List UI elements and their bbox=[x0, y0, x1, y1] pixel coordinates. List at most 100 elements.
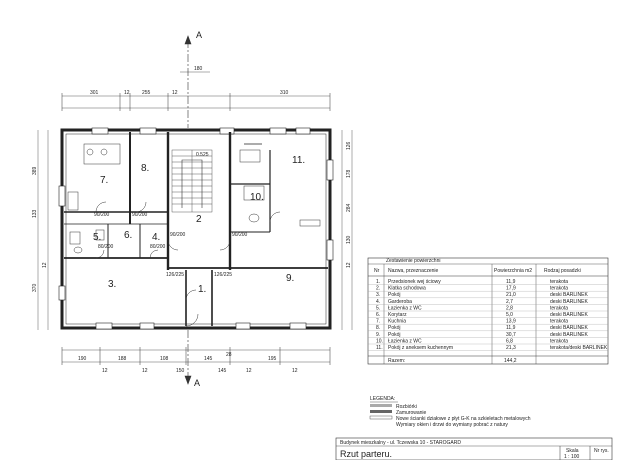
fixtures bbox=[67, 143, 321, 254]
table-cell: Klatka schodowa bbox=[388, 286, 426, 292]
room-number: 4. bbox=[152, 232, 160, 243]
table-total-label: Razem: bbox=[388, 358, 405, 364]
svg-text:12: 12 bbox=[246, 368, 252, 374]
svg-text:301: 301 bbox=[90, 90, 99, 96]
table-cell: 13,9 bbox=[506, 319, 516, 325]
svg-text:Rozbiórki: Rozbiórki bbox=[396, 404, 417, 410]
table-cell: 7. bbox=[376, 319, 380, 325]
table-cell: 21,3 bbox=[506, 345, 516, 351]
room-number: 6. bbox=[124, 230, 132, 241]
legend: LEGENDA: Rozbiórki Zamurowanie Nowe ścia… bbox=[369, 396, 531, 428]
svg-text:12: 12 bbox=[142, 368, 148, 374]
svg-text:90/200: 90/200 bbox=[232, 232, 248, 238]
svg-text:130: 130 bbox=[346, 235, 352, 244]
table-cell: 21,0 bbox=[506, 292, 516, 298]
table-cell: 6. bbox=[376, 312, 380, 318]
table-cell: terakota/deski BARLINEK bbox=[550, 345, 608, 351]
room-number: 5. bbox=[93, 232, 101, 243]
opening-labels: 90/200 90/200 80/200 80/200 90/200 90/20… bbox=[94, 152, 248, 278]
table-cell: terakota bbox=[550, 279, 568, 285]
th-floor: Rodzaj posadzki bbox=[544, 268, 581, 274]
table-cell: 3. bbox=[376, 292, 380, 298]
exterior-walls bbox=[60, 128, 332, 330]
svg-text:90/200: 90/200 bbox=[170, 232, 186, 238]
table-cell: 1. bbox=[376, 279, 380, 285]
svg-text:108: 108 bbox=[160, 356, 169, 362]
svg-text:180: 180 bbox=[194, 66, 203, 72]
scale-label: Skala bbox=[566, 448, 579, 454]
svg-text:150: 150 bbox=[176, 368, 185, 374]
svg-text:133: 133 bbox=[32, 209, 38, 218]
right-dimensions: 126 178 284 130 12 bbox=[346, 141, 352, 268]
table-cell: Pokój bbox=[388, 292, 401, 298]
left-dimensions: 389 133 370 12 bbox=[32, 166, 48, 292]
svg-text:0.525: 0.525 bbox=[196, 152, 209, 158]
svg-text:Zamurowanie: Zamurowanie bbox=[396, 410, 427, 416]
th-area: Powierzchnia m2 bbox=[494, 268, 532, 274]
table-cell: 30,7 bbox=[506, 332, 516, 338]
svg-text:12: 12 bbox=[42, 262, 48, 268]
svg-text:Wymiary okien i drzwi do wymia: Wymiary okien i drzwi do wymiany pobrać … bbox=[396, 422, 508, 428]
table-cell: terakota bbox=[550, 319, 568, 325]
svg-text:195: 195 bbox=[268, 356, 277, 362]
room-numbers: 1.23.4.5.6.7.8.9.10.11. bbox=[93, 155, 305, 295]
top-dimensions: 301 12 255 12 180 310 bbox=[90, 66, 289, 96]
table-cell: 10. bbox=[376, 338, 383, 344]
table-cell: terakota bbox=[550, 286, 568, 292]
scale-value: 1 : 100 bbox=[564, 454, 580, 460]
table-cell: Pokój bbox=[388, 325, 401, 331]
section-line bbox=[184, 35, 192, 385]
legend-title: LEGENDA: bbox=[370, 396, 395, 402]
svg-text:Nowe ścianki działowe z płyt G: Nowe ścianki działowe z płyt G-K na szki… bbox=[396, 416, 531, 422]
table-title: Zestawienie powierzchni bbox=[386, 258, 440, 264]
table-cell: Kuchnia bbox=[388, 319, 406, 325]
table-cell: deski BARLINEK bbox=[550, 332, 588, 338]
title-block: Budynek mieszkalny - ul. Tczewska 10 - S… bbox=[335, 437, 613, 460]
svg-text:12: 12 bbox=[292, 368, 298, 374]
table-cell: 6,8 bbox=[506, 338, 513, 344]
th-name: Nazwa, przeznaczenie bbox=[388, 268, 439, 274]
door-swings bbox=[95, 201, 281, 327]
table-cell: deski BARLINEK bbox=[550, 292, 588, 298]
room-number: 2 bbox=[196, 214, 202, 225]
svg-text:255: 255 bbox=[142, 90, 151, 96]
table-cell: Pokój z aneksem kuchennym bbox=[388, 345, 453, 351]
table-cell: 2,7 bbox=[506, 299, 513, 305]
svg-text:80/200: 80/200 bbox=[150, 244, 166, 250]
table-cell: Garderoba bbox=[388, 299, 412, 305]
svg-text:12: 12 bbox=[102, 368, 108, 374]
room-number: 3. bbox=[108, 279, 116, 290]
section-label-bottom: A bbox=[194, 378, 200, 388]
table-cell: 11. bbox=[376, 345, 383, 351]
svg-text:90/200: 90/200 bbox=[94, 212, 110, 218]
table-cell: Łazienka z WC bbox=[388, 338, 422, 344]
table-total-value: 144,2 bbox=[504, 358, 517, 364]
svg-text:126/225: 126/225 bbox=[214, 272, 232, 278]
svg-text:145: 145 bbox=[204, 356, 213, 362]
svg-text:126: 126 bbox=[346, 141, 352, 150]
table-cell: 17,9 bbox=[506, 286, 516, 292]
svg-text:188: 188 bbox=[118, 356, 127, 362]
room-number: 9. bbox=[286, 273, 294, 284]
svg-text:12: 12 bbox=[346, 262, 352, 268]
svg-text:80/200: 80/200 bbox=[98, 244, 114, 250]
svg-text:190: 190 bbox=[78, 356, 87, 362]
table-cell: 11,9 bbox=[506, 325, 516, 331]
drawing-title: Rzut parteru. bbox=[340, 449, 392, 459]
table-cell: 8. bbox=[376, 325, 380, 331]
room-number: 7. bbox=[100, 175, 108, 186]
table-cell: deski BARLINEK bbox=[550, 325, 588, 331]
room-number: 11. bbox=[292, 155, 305, 166]
room-number: 10. bbox=[250, 192, 264, 203]
table-cell: Pokój bbox=[388, 332, 401, 338]
svg-text:370: 370 bbox=[32, 283, 38, 292]
room-number: 8. bbox=[141, 163, 149, 174]
table-cell: 4. bbox=[376, 299, 380, 305]
svg-text:389: 389 bbox=[32, 166, 38, 175]
sheet-label: Nr rys. bbox=[594, 448, 609, 454]
interior-walls bbox=[64, 132, 328, 326]
table-cell: 11,9 bbox=[506, 279, 516, 285]
th-nr: Nr bbox=[374, 268, 380, 274]
svg-text:12: 12 bbox=[124, 90, 130, 96]
